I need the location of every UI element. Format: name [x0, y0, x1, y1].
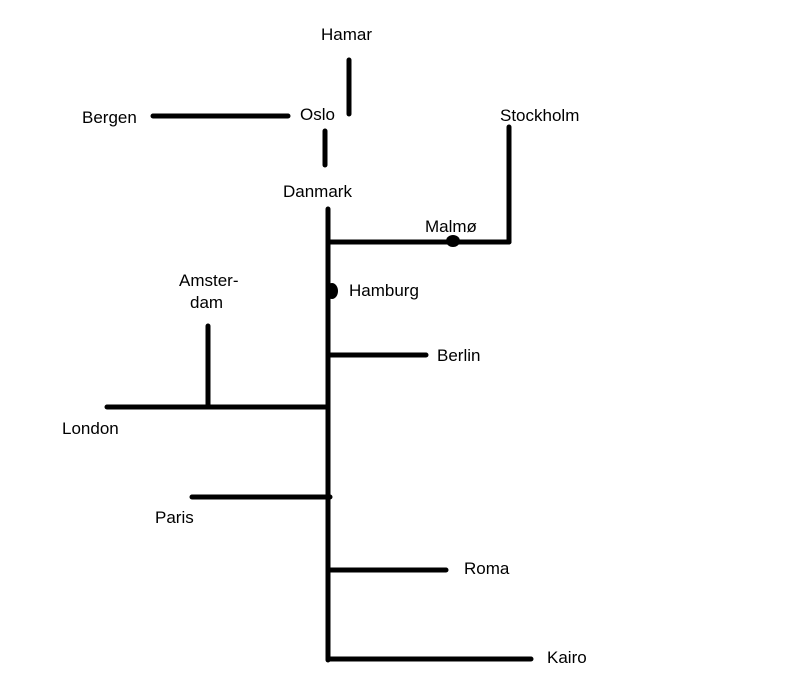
label-amsterdam-line2: dam	[190, 293, 223, 312]
label-kairo: Kairo	[547, 648, 587, 667]
station-dot-hamburg	[326, 283, 338, 299]
label-paris: Paris	[155, 508, 194, 527]
label-oslo: Oslo	[300, 105, 335, 124]
station-dot-malmo	[446, 235, 460, 247]
label-roma: Roma	[464, 559, 510, 578]
label-stockholm: Stockholm	[500, 106, 579, 125]
label-bergen: Bergen	[82, 108, 137, 127]
label-malmo: Malmø	[425, 217, 477, 236]
label-danmark: Danmark	[283, 182, 352, 201]
label-hamar: Hamar	[321, 25, 372, 44]
label-amsterdam-line1: Amster-	[179, 271, 239, 290]
label-hamburg: Hamburg	[349, 281, 419, 300]
label-london: London	[62, 419, 119, 438]
label-berlin: Berlin	[437, 346, 480, 365]
